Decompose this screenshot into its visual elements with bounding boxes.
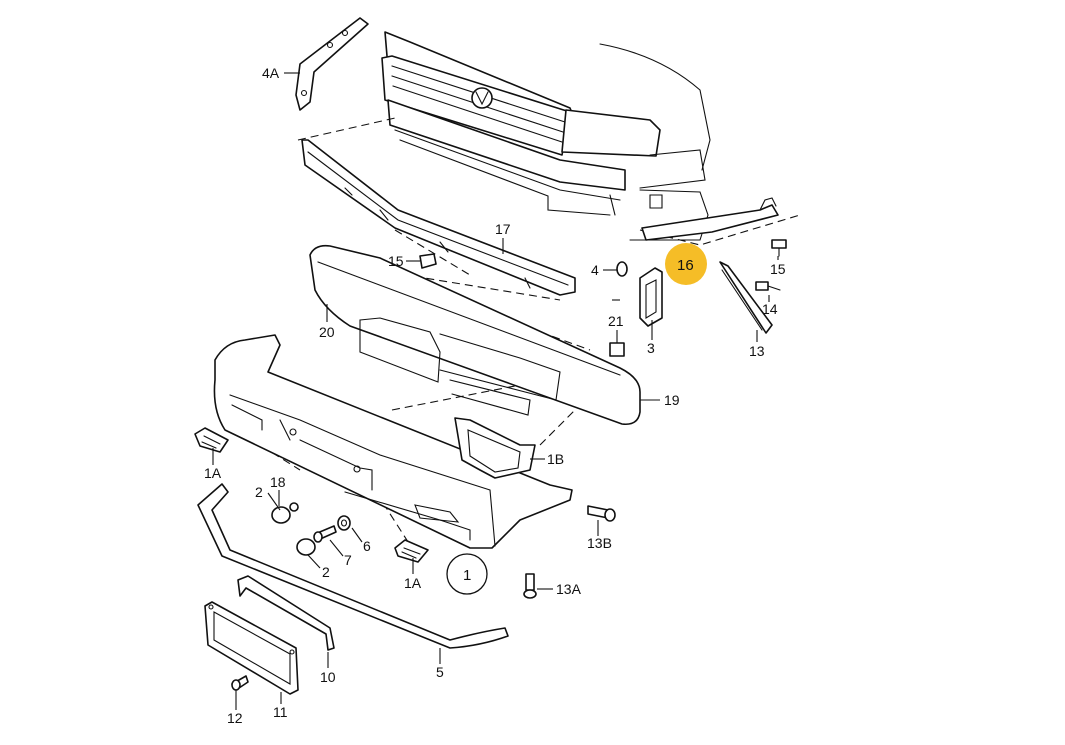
label-21: 21 xyxy=(608,313,624,329)
label-1: 1 xyxy=(463,567,471,584)
part-6-washer xyxy=(337,515,351,531)
part-14-bolt xyxy=(755,281,781,291)
label-4a: 4A xyxy=(262,65,280,81)
label-1a-left: 1A xyxy=(204,465,222,481)
label-5: 5 xyxy=(436,664,444,680)
part-16-side-strip xyxy=(641,197,779,241)
label-16: 16 xyxy=(677,257,694,274)
part-13a-screw xyxy=(523,573,537,599)
label-2-lower: 2 xyxy=(322,564,330,580)
label-4: 4 xyxy=(591,262,599,278)
label-14: 14 xyxy=(762,301,778,317)
part-1a-grille-left xyxy=(194,427,229,453)
label-17: 17 xyxy=(495,221,511,237)
part-20-absorber xyxy=(309,244,641,426)
label-20: 20 xyxy=(319,324,335,340)
label-10: 10 xyxy=(320,669,336,685)
label-3: 3 xyxy=(647,340,655,356)
label-15-left: 15 xyxy=(388,253,404,269)
part-13b-bolt xyxy=(587,505,616,522)
label-15-right: 15 xyxy=(770,261,786,277)
part-1b-frame xyxy=(454,417,536,479)
part-7-bolt xyxy=(313,525,337,543)
part-1a-grille-mid xyxy=(394,539,429,563)
label-1b: 1B xyxy=(547,451,564,467)
label-1a-mid: 1A xyxy=(404,575,422,591)
part-3-bracket xyxy=(639,267,663,327)
label-2-upper: 2 xyxy=(255,484,263,500)
label-11: 11 xyxy=(273,704,288,720)
part-2-cap-lower xyxy=(296,538,316,556)
label-13a: 13A xyxy=(556,581,582,597)
label-13b: 13B xyxy=(587,535,612,551)
part-11-plate-frame xyxy=(204,601,299,695)
vehicle-front xyxy=(381,31,711,241)
label-19: 19 xyxy=(664,392,680,408)
callout-1-circle xyxy=(446,553,488,595)
part-1-bumper-cover xyxy=(213,334,573,549)
part-4a-bracket xyxy=(295,17,369,111)
part-13-bracket xyxy=(719,261,773,334)
leader-lines xyxy=(212,72,779,710)
part-2-cap-upper xyxy=(271,506,291,524)
part-15-clip-right xyxy=(771,239,787,257)
part-4-grommet xyxy=(616,261,628,277)
part-17-beam xyxy=(301,139,576,296)
part-18-screw xyxy=(289,502,299,512)
label-13: 13 xyxy=(749,343,765,359)
label-7: 7 xyxy=(344,552,352,568)
callout-16-highlight xyxy=(665,243,707,285)
part-10-plate-bracket xyxy=(237,575,335,651)
part-12-screw xyxy=(231,675,249,691)
label-12: 12 xyxy=(227,710,243,726)
label-18: 18 xyxy=(270,474,286,490)
label-6: 6 xyxy=(363,538,371,554)
part-5-trim-strip xyxy=(197,483,509,649)
part-15-clip-left xyxy=(419,253,437,269)
part-21-clip xyxy=(609,342,625,357)
part-labels: 4A 17 15 4 16 15 14 13 20 21 3 19 1B 1A … xyxy=(204,65,786,726)
